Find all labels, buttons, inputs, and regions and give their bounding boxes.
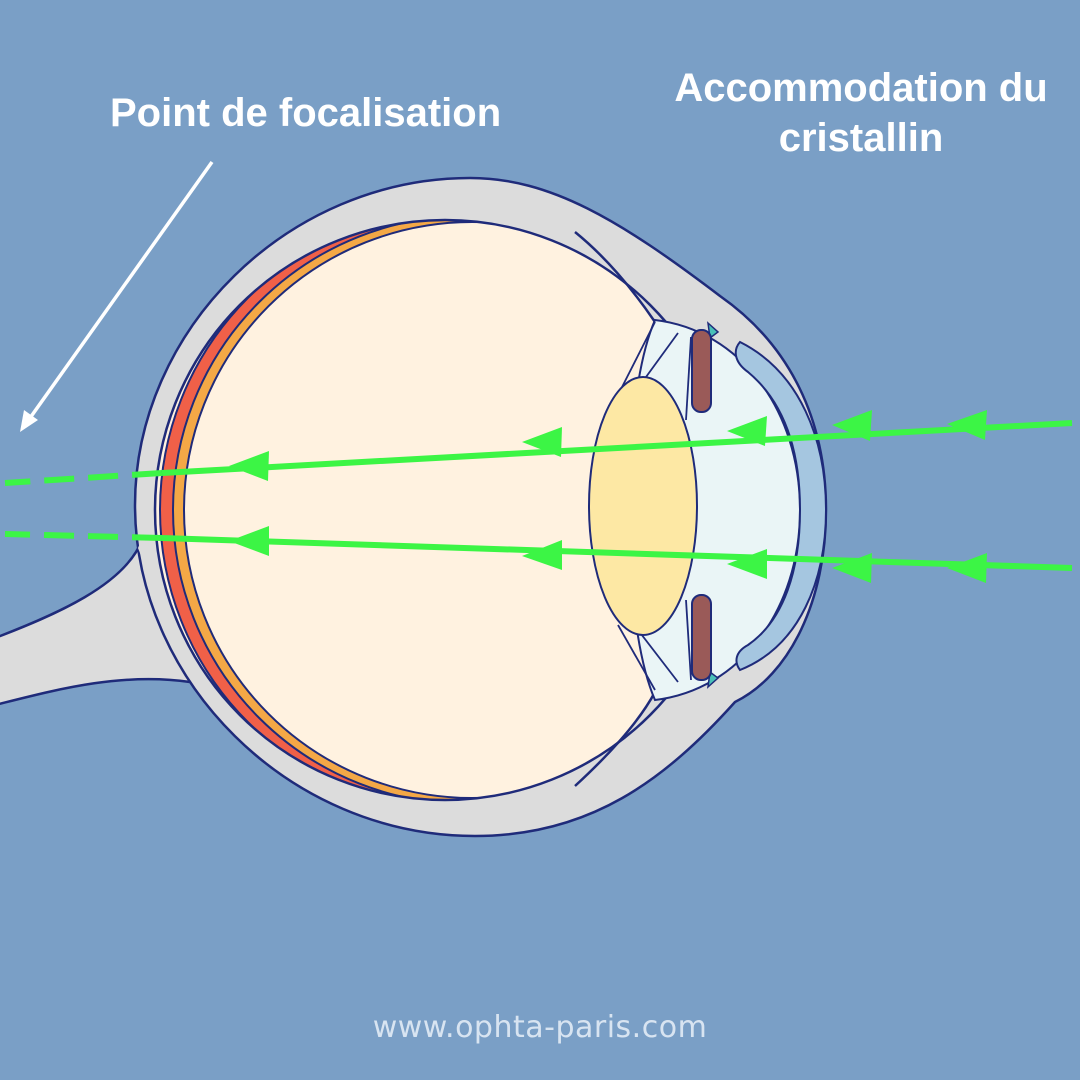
accommodation-label-line-1: Accommodation du — [674, 66, 1048, 110]
watermark: www.ophta-paris.com — [372, 1010, 708, 1045]
light-rays — [4, 420, 1073, 571]
ray-arrowheads — [229, 410, 987, 583]
cornea — [734, 340, 828, 672]
upper-ray-extension — [4, 470, 163, 486]
upper-ray — [161, 420, 1073, 476]
accommodation-label: Accommodation du cristallin — [640, 63, 1080, 163]
accommodation-label-line-2: cristallin — [778, 116, 944, 160]
iris-lower — [691, 594, 712, 681]
focal-point-label: Point de focalisation — [110, 91, 502, 135]
lower-ray — [161, 535, 1073, 571]
iris-upper — [691, 329, 712, 413]
crystalline-lens — [588, 376, 698, 636]
focal-pointer-arrow — [20, 160, 214, 432]
lower-ray-extension — [4, 531, 163, 541]
